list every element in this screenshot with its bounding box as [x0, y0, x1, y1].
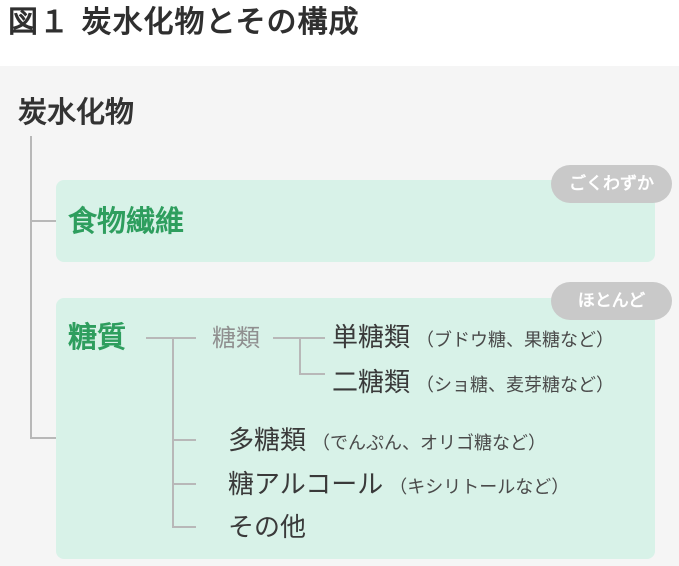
figure-title: 図１ 炭水化物とその構成 — [8, 5, 360, 40]
monosaccharide-examples: （ブドウ糖、果糖など） — [416, 330, 615, 351]
sugar-alcohol-name: 糖アルコール — [228, 470, 384, 500]
sugar-label: 糖質 — [68, 320, 127, 354]
monosaccharide-name: 単糖類 — [332, 323, 411, 353]
polysaccharide-item: 多糖類（でんぷん、オリゴ糖など） — [228, 424, 546, 461]
sugar-card — [56, 298, 655, 559]
sugar-alcohol-item: 糖アルコール（キシリトールなど） — [228, 468, 569, 505]
monosaccharide-item: 単糖類（ブドウ糖、果糖など） — [332, 321, 614, 358]
root-trunk-line — [30, 136, 32, 439]
sugar-alcohol-examples: （キシリトールなど） — [389, 477, 570, 498]
others-name: その他 — [228, 513, 307, 543]
saccharides-subtree-trunk — [299, 337, 301, 375]
branch-sugar-alcohol — [172, 483, 196, 485]
root-label-carbohydrate: 炭水化物 — [18, 95, 135, 129]
polysaccharide-name: 多糖類 — [228, 426, 307, 456]
branch-disaccharide — [299, 373, 325, 375]
dietary-fiber-label: 食物繊維 — [68, 204, 185, 238]
root-branch-fiber — [30, 220, 56, 222]
others-item: その他 — [228, 511, 306, 548]
disaccharide-examples: （ショ糖、麦芽糖など） — [416, 375, 615, 396]
sugar-connector-line — [146, 337, 196, 339]
root-branch-sugar — [30, 437, 56, 439]
disaccharide-item: 二糖類（ショ糖、麦芽糖など） — [332, 366, 614, 403]
branch-polysaccharide — [172, 439, 196, 441]
sugar-subtree-trunk — [172, 337, 174, 528]
disaccharide-name: 二糖類 — [332, 368, 411, 398]
branch-others — [172, 526, 196, 528]
fiber-amount-badge: ごくわずか — [551, 165, 672, 203]
sugar-amount-badge: ほとんど — [551, 282, 672, 320]
polysaccharide-examples: （でんぷん、オリゴ糖など） — [312, 433, 547, 454]
saccharides-label: 糖類 — [212, 324, 260, 352]
